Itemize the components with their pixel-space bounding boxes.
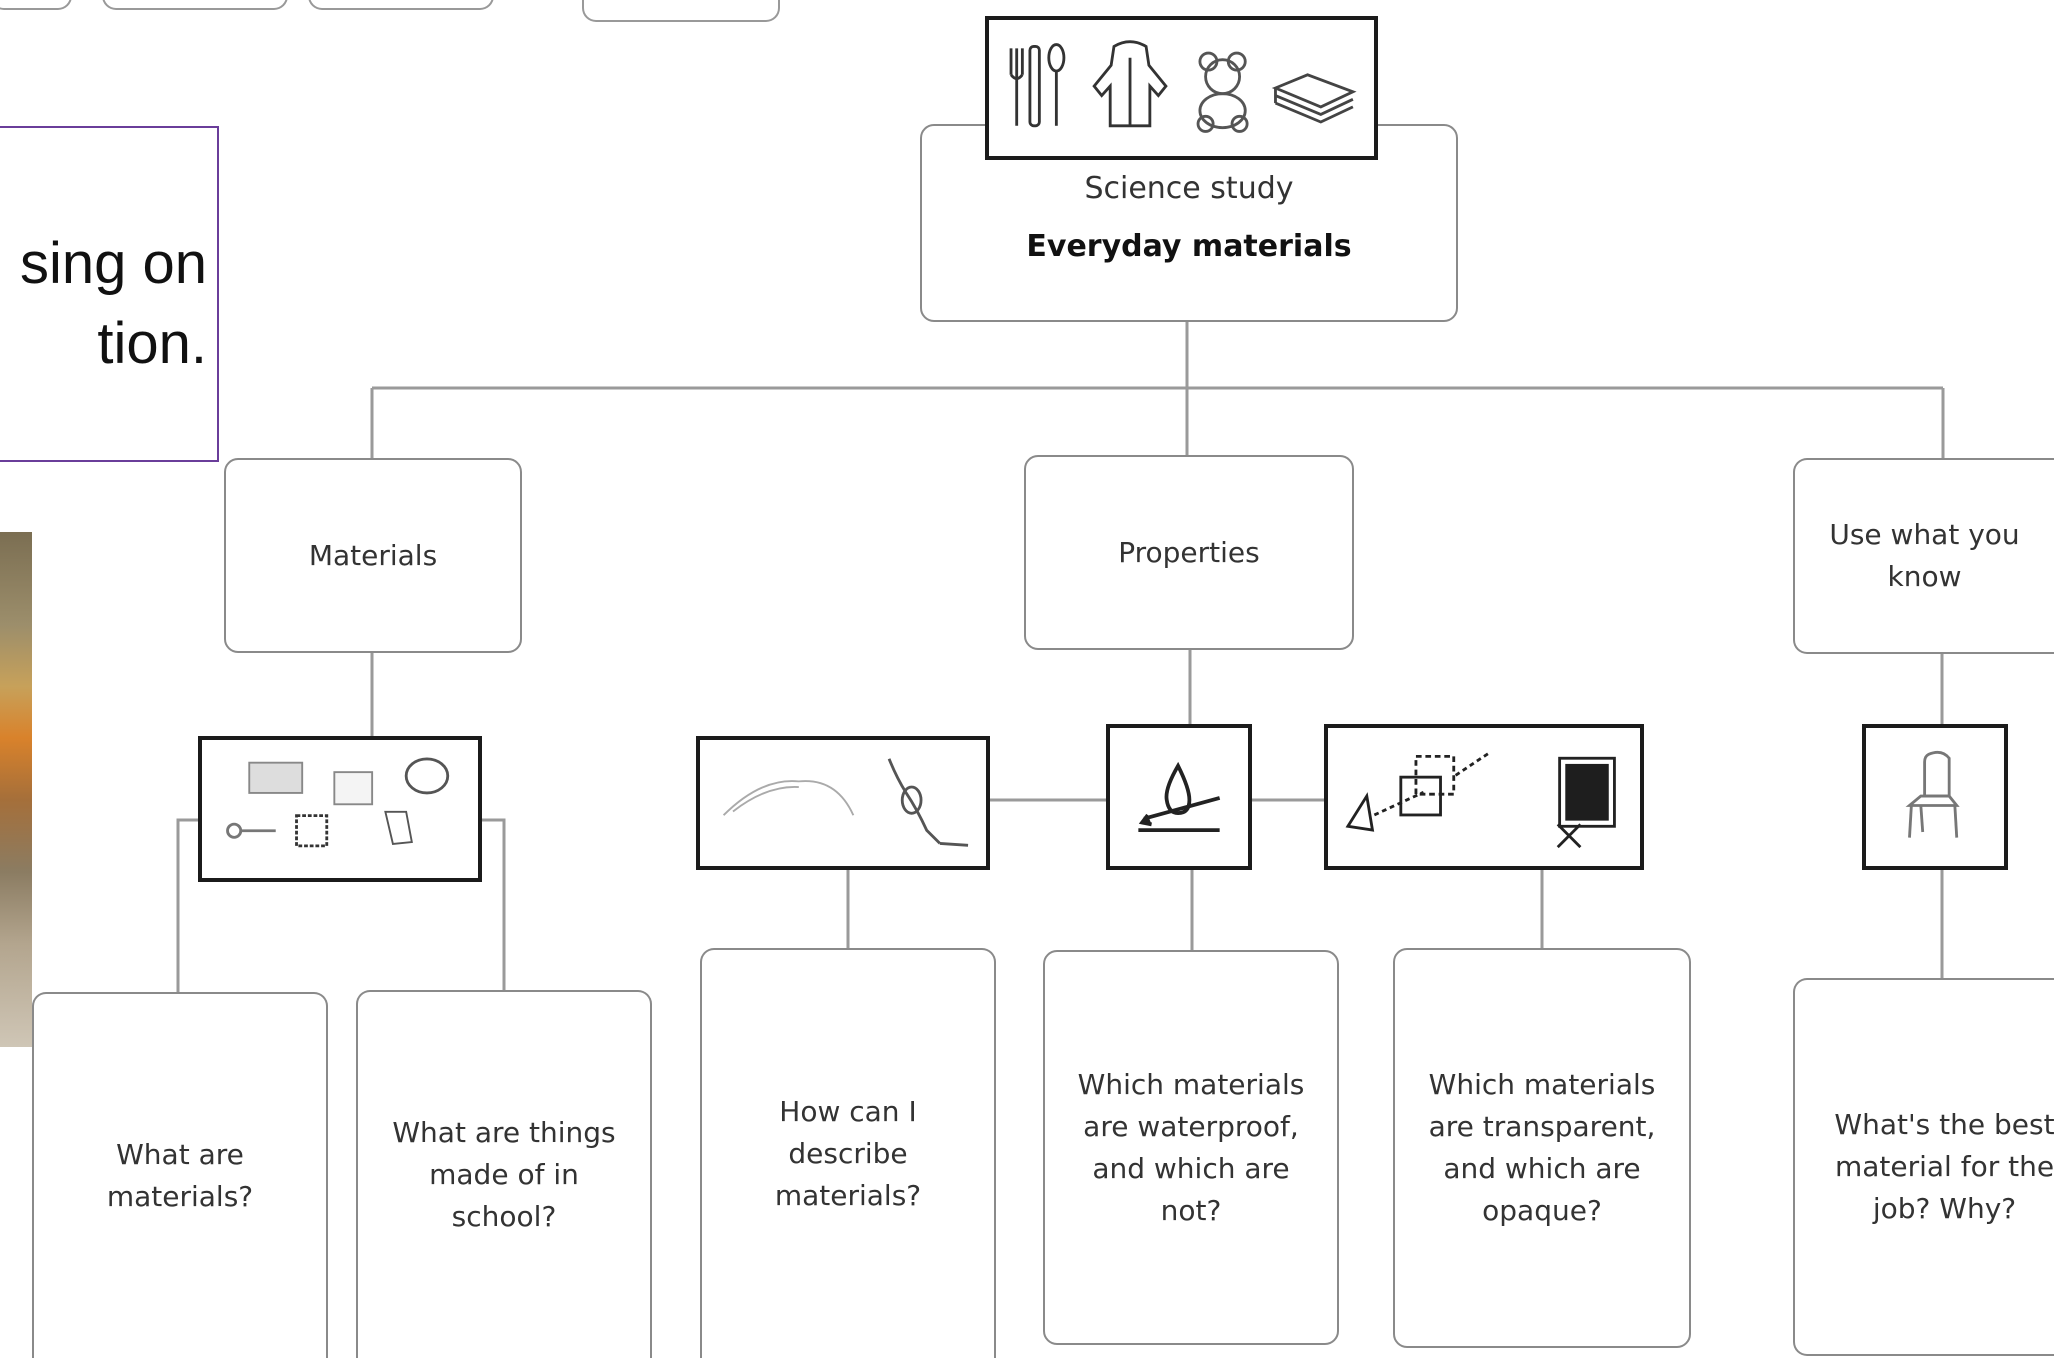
branch-label: Use what you know [1829,518,2020,593]
top-tab[interactable] [0,0,72,10]
question-node: Which materials are waterproof, and whic… [1043,950,1339,1345]
rope-knot-icon [887,758,969,847]
branch-node-use-what-you-know: Use what you know [1793,458,2054,654]
waterproof-icons [1138,761,1221,832]
branch-label: Materials [308,538,438,572]
materials-icons [226,757,450,848]
cork-icon [295,814,329,848]
top-tab[interactable] [102,0,288,10]
glass-icon [333,771,374,806]
question-node: What are things made of in school? [356,990,652,1358]
question-text: What are materials? [106,1138,254,1213]
materials-icon-box [198,736,482,882]
key-icon [226,822,276,839]
use-icon-box [1862,724,2008,870]
teddy-bear-icon [1196,51,1249,133]
callout-line: sing on [19,231,207,296]
fabric-icon [248,761,304,794]
chair-icon [1905,750,1960,838]
describe-icons [722,758,969,847]
question-node: What are materials? [32,992,328,1358]
water-drop-icon [1138,761,1221,832]
describe-icon-box [696,736,990,870]
branch-node-properties: Properties [1024,455,1354,650]
question-text: Which materials are waterproof, and whic… [1077,1067,1305,1227]
transparency-icons [1345,751,1616,849]
question-node: Which materials are transparent, and whi… [1393,948,1691,1348]
transparency-icon-box [1324,724,1644,870]
callout-text: sing on tion. [20,224,207,384]
root-title: Science study [1084,171,1294,206]
paper-icon [384,810,413,845]
callout-line: tion. [97,311,207,376]
branch-label: Properties [1118,535,1260,569]
question-node: What's the best material for the job? Wh… [1793,978,2054,1356]
books-icon [1271,73,1357,124]
raincoat-icon [1092,40,1168,128]
question-text: How can I describe materials? [774,1095,922,1212]
question-text: What's the best material for the job? Wh… [1834,1108,2054,1225]
eye-icon [1345,792,1375,832]
cutlery-icon [1009,43,1066,128]
opaque-square-icon [1556,756,1616,849]
question-node: How can I describe materials? [700,948,996,1358]
root-icon-box [985,16,1378,160]
branch-node-materials: Materials [224,458,522,653]
question-text: Which materials are transparent, and whi… [1428,1068,1656,1227]
stone-icon [404,757,450,795]
photo-thumbnail [0,532,32,1047]
stretch-icon [722,780,855,816]
top-tab[interactable] [308,0,494,10]
top-tab[interactable] [582,0,780,22]
root-subtitle: Everyday materials [1026,229,1352,264]
light-through-icon [1373,751,1491,817]
question-text: What are things made of in school? [392,1116,616,1233]
waterproof-icon-box [1106,724,1252,870]
use-icons [1905,750,1960,838]
root-icons [1009,40,1357,133]
text-callout: sing on tion. [0,126,219,462]
